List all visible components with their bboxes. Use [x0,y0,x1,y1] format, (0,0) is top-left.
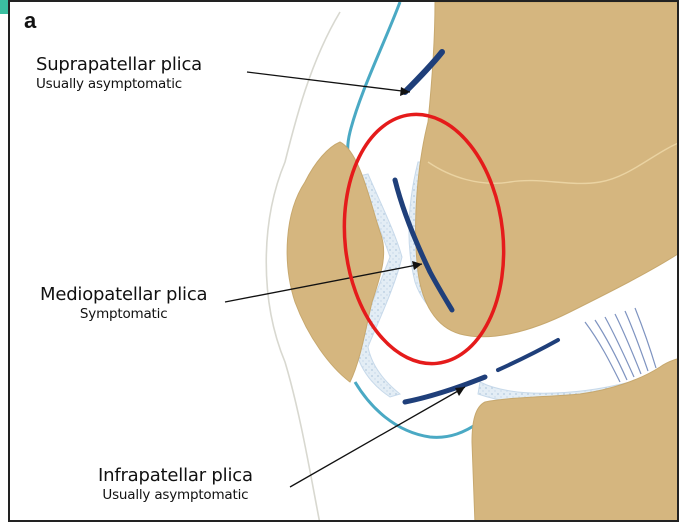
knee-plica-diagram: a Suprapatellar plica Usually asymptomat… [8,0,679,522]
suprapatellar-name: Suprapatellar plica [36,54,202,75]
infrapatellar-label: Infrapatellar plica Usually asymptomatic [98,465,253,503]
infrapatellar-plica-extension [498,340,558,370]
ligament-fibers [585,308,656,382]
mediopatellar-note: Symptomatic [40,306,207,322]
panel-letter: a [24,8,36,34]
mediopatellar-label: Mediopatellar plica Symptomatic [40,284,207,322]
infrapatellar-note: Usually asymptomatic [98,487,253,503]
infrapatellar-name: Infrapatellar plica [98,465,253,486]
suprapatellar-label: Suprapatellar plica Usually asymptomatic [36,54,202,92]
femur [416,2,679,337]
tibia [472,358,679,522]
suprapatellar-note: Usually asymptomatic [36,76,202,92]
mediopatellar-name: Mediopatellar plica [40,284,207,305]
